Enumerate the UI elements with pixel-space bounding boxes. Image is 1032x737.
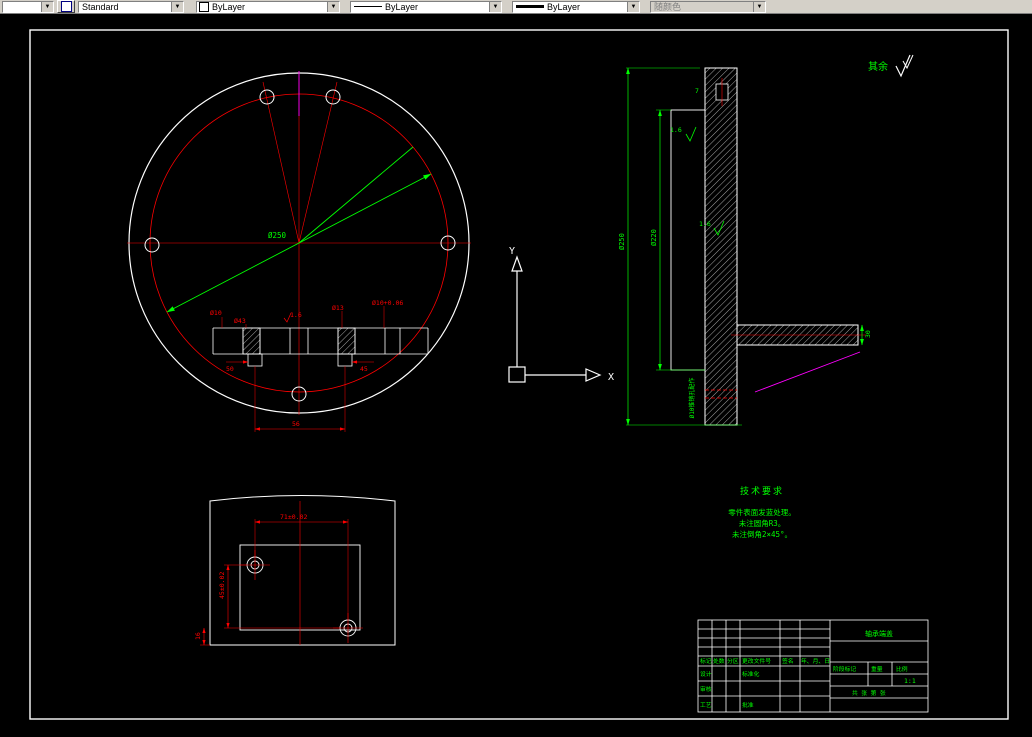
text-style-value: Standard bbox=[82, 1, 119, 12]
svg-text:1.6: 1.6 bbox=[670, 126, 682, 134]
pin-note: Ø10锥销孔配作 bbox=[688, 378, 696, 419]
title-block: 标记 处数 分区 更改文件号 签名 年、月、日 设计 标准化 审核 工艺 批准 … bbox=[697, 619, 929, 713]
front-view: Ø250 Ø10 Ø43 1.6 Ø13 Ø10+0.06 50 45 56 bbox=[127, 71, 471, 432]
detail-dimensions: 71±0.02 45±0.02 16 bbox=[194, 513, 349, 646]
hub-dimensions: Ø10 Ø43 1.6 Ø13 Ø10+0.06 50 45 56 bbox=[210, 299, 403, 432]
hub-section-profile bbox=[212, 327, 429, 367]
linetype-preview-icon bbox=[354, 6, 382, 7]
bolt-holes bbox=[144, 89, 456, 402]
svg-text:56: 56 bbox=[292, 420, 300, 428]
svg-text:标记: 标记 bbox=[700, 657, 712, 665]
chevron-down-icon: ▼ bbox=[41, 1, 53, 12]
roughness-icon bbox=[895, 54, 911, 78]
diameter-dimension-text: Ø250 bbox=[268, 231, 287, 240]
left-cropped-combo[interactable]: ▼ bbox=[2, 0, 54, 13]
svg-text:Ø250: Ø250 bbox=[618, 233, 626, 250]
ucs-icon: Y X bbox=[508, 246, 614, 383]
ucs-y-label: Y bbox=[509, 246, 515, 257]
detail-view: 71±0.02 45±0.02 16 bbox=[194, 495, 396, 646]
svg-text:零件表面发蓝处理。: 零件表面发蓝处理。 bbox=[728, 507, 796, 517]
part-name: 轴承端盖 bbox=[865, 629, 893, 638]
svg-text:处数: 处数 bbox=[713, 657, 725, 665]
scale-value: 1:1 bbox=[904, 677, 916, 685]
svg-text:1.6: 1.6 bbox=[699, 220, 711, 228]
svg-text:未注倒角2×45°。: 未注倒角2×45°。 bbox=[732, 529, 792, 539]
lineweight-preview-icon bbox=[516, 5, 544, 8]
svg-text:未注圆角R3。: 未注圆角R3。 bbox=[739, 518, 786, 528]
layers-dialog-button[interactable] bbox=[57, 0, 75, 13]
technical-requirements: 技术要求 零件表面发蓝处理。 未注圆角R3。 未注倒角2×45°。 bbox=[728, 485, 796, 539]
svg-text:Ø43: Ø43 bbox=[234, 317, 246, 325]
roughness-icon bbox=[685, 126, 697, 142]
svg-text:签名: 签名 bbox=[782, 657, 794, 665]
svg-text:阶段标记: 阶段标记 bbox=[833, 665, 856, 673]
hidden-hole-lines bbox=[705, 389, 737, 399]
model-space-canvas[interactable]: Ø250 Ø10 Ø43 1.6 Ø13 Ø10+0.06 50 45 56 bbox=[0, 14, 1032, 737]
svg-text:分区: 分区 bbox=[727, 657, 739, 665]
chevron-down-icon: ▼ bbox=[627, 1, 639, 12]
chevron-down-icon: ▼ bbox=[171, 1, 183, 12]
section-leader-line bbox=[754, 351, 861, 393]
svg-text:年、月、日: 年、月、日 bbox=[801, 657, 830, 665]
svg-text:标准化: 标准化 bbox=[742, 670, 760, 678]
object-properties-toolbar: ▼ Standard ▼ ByLayer ▼ ByLayer ▼ ByLayer… bbox=[0, 0, 1032, 14]
chevron-down-icon: ▼ bbox=[489, 1, 501, 12]
svg-text:重量: 重量 bbox=[871, 665, 883, 673]
svg-text:Ø10: Ø10 bbox=[210, 309, 222, 317]
svg-text:16: 16 bbox=[194, 632, 202, 640]
lineweight-combo[interactable]: ByLayer ▼ bbox=[512, 0, 640, 13]
svg-text:更改文件号: 更改文件号 bbox=[742, 657, 771, 665]
plotstyle-combo[interactable]: 随颜色 ▼ bbox=[650, 0, 766, 13]
sheet-info: 共 张 第 张 bbox=[852, 689, 886, 697]
section-outer-dimension: Ø250 bbox=[618, 67, 742, 426]
detail-centerlines bbox=[240, 501, 363, 645]
linetype-value: ByLayer bbox=[385, 1, 419, 12]
svg-text:审核: 审核 bbox=[700, 685, 712, 693]
section-inner-dimension: Ø220 bbox=[650, 109, 705, 371]
svg-text:工艺: 工艺 bbox=[700, 701, 712, 709]
chevron-down-icon: ▼ bbox=[327, 1, 339, 12]
lineweight-value: ByLayer bbox=[547, 1, 581, 12]
linetype-combo[interactable]: ByLayer ▼ bbox=[350, 0, 502, 13]
svg-text:设计: 设计 bbox=[700, 670, 712, 678]
svg-text:71±0.02: 71±0.02 bbox=[280, 513, 307, 521]
svg-text:1.6: 1.6 bbox=[290, 311, 302, 319]
svg-text:30: 30 bbox=[864, 330, 872, 338]
color-value: ByLayer bbox=[212, 1, 246, 12]
roughness-icon bbox=[283, 312, 292, 323]
svg-text:Ø10+0.06: Ø10+0.06 bbox=[372, 299, 403, 307]
color-combo[interactable]: ByLayer ▼ bbox=[196, 0, 340, 13]
plotstyle-value: 随颜色 bbox=[654, 1, 682, 12]
roughness-check-icon bbox=[902, 54, 914, 70]
svg-text:Ø13: Ø13 bbox=[332, 304, 344, 312]
svg-text:50: 50 bbox=[226, 365, 234, 373]
text-style-combo[interactable]: Standard ▼ bbox=[78, 0, 184, 13]
section-view: Ø250 Ø220 7 1.6 1.6 30 Ø10锥销孔配作 bbox=[618, 67, 872, 426]
detail-holes bbox=[246, 556, 357, 637]
svg-text:其余: 其余 bbox=[868, 60, 888, 73]
svg-text:比例: 比例 bbox=[896, 665, 908, 673]
drawing-border bbox=[29, 29, 1009, 720]
roughness-icon bbox=[713, 220, 725, 236]
svg-text:Ø220: Ø220 bbox=[650, 229, 658, 246]
section-top-dim: 7 bbox=[695, 87, 699, 95]
color-swatch-icon bbox=[199, 1, 209, 12]
surface-finish-note: 其余 bbox=[868, 54, 914, 78]
svg-text:45: 45 bbox=[360, 365, 368, 373]
ucs-x-label: X bbox=[608, 372, 614, 383]
left-combo-value bbox=[3, 2, 41, 12]
layers-icon bbox=[60, 1, 72, 12]
svg-text:45±0.02: 45±0.02 bbox=[218, 572, 226, 599]
svg-text:批准: 批准 bbox=[742, 701, 754, 709]
tech-req-title: 技术要求 bbox=[740, 485, 784, 497]
chevron-down-icon: ▼ bbox=[753, 1, 765, 12]
